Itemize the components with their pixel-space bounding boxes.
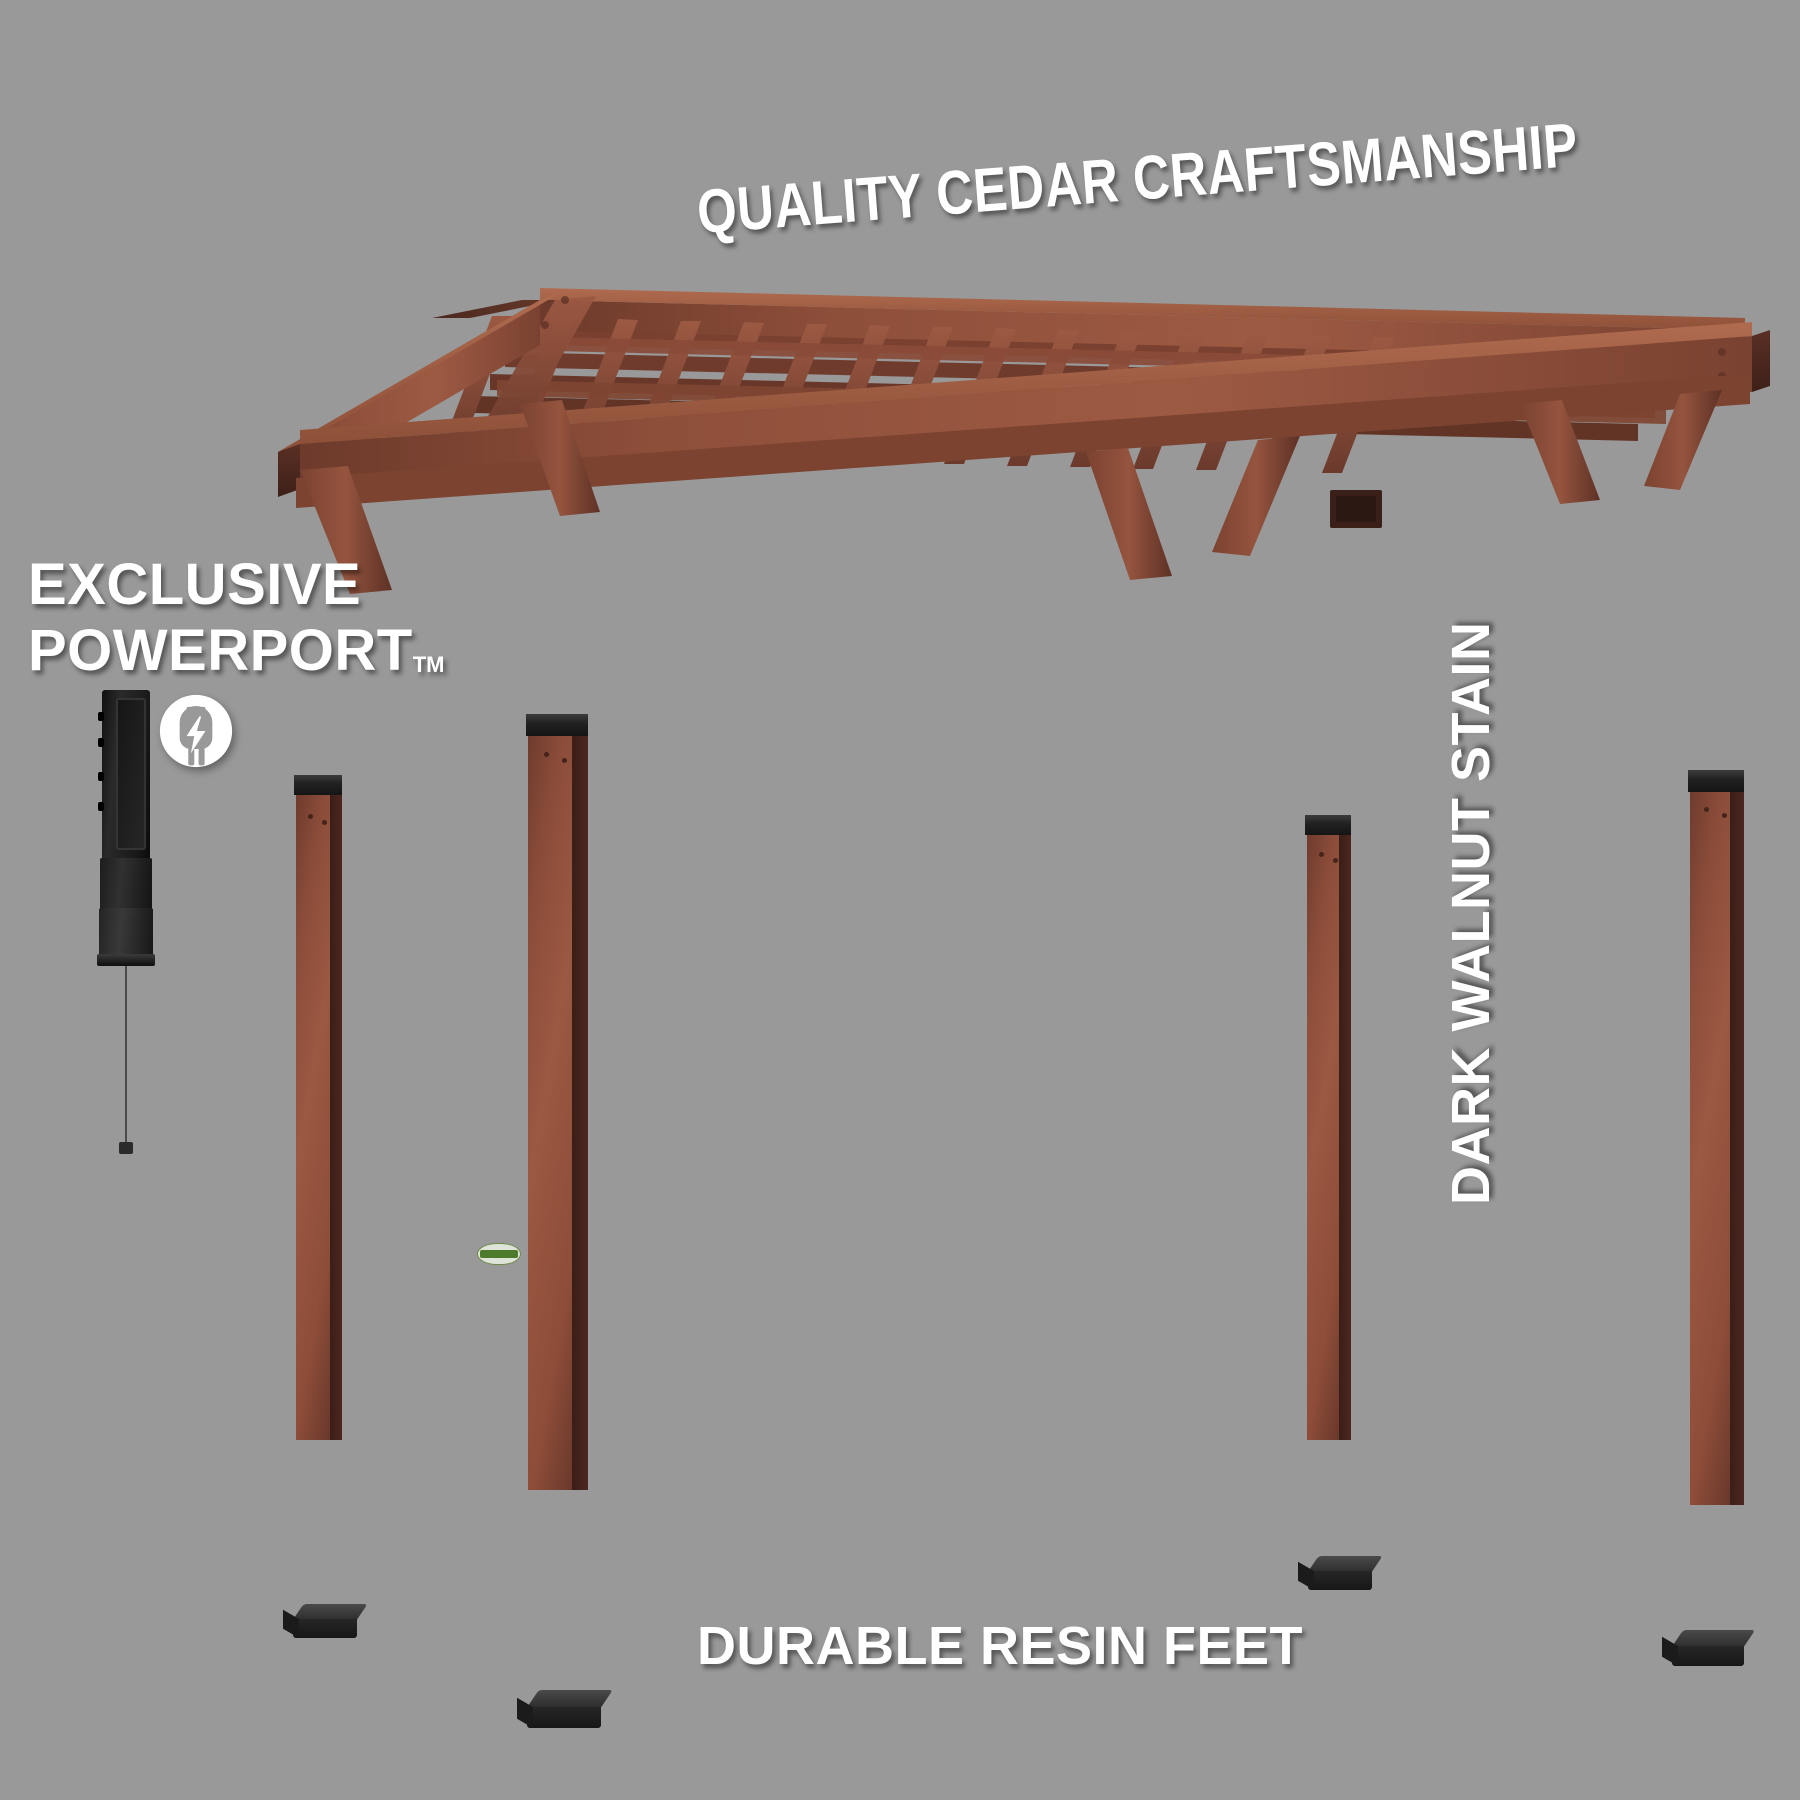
post-screw — [1333, 858, 1338, 863]
post-side-face — [1339, 830, 1351, 1440]
power-plug-bolt-icon — [159, 694, 233, 768]
callout-exclusive-text: EXCLUSIVE — [28, 552, 362, 617]
powerport-cord — [125, 966, 127, 1148]
roof-center-bracket — [1330, 490, 1382, 528]
callout-exclusive-line1: EXCLUSIVE — [28, 552, 445, 618]
resin-foot-front — [293, 1618, 357, 1638]
post-cap-left-front — [526, 714, 588, 736]
brand-sticker — [477, 1243, 521, 1265]
resin-foot-front — [527, 1706, 601, 1728]
roof-knee-braces — [300, 390, 1722, 594]
powerport-outlet-device — [96, 690, 166, 1154]
post-right-rear — [1307, 830, 1351, 1440]
post-cap-top — [1688, 770, 1744, 779]
resin-foot — [283, 1604, 368, 1638]
post-screw — [1704, 807, 1709, 812]
post-screw — [1319, 852, 1324, 857]
post-screw — [544, 752, 549, 757]
post-left-front — [528, 730, 588, 1490]
resin-foot-top — [527, 1690, 613, 1708]
callout-durable-resin-feet: DURABLE RESIN FEET — [697, 1615, 1303, 1677]
post-left-rear — [296, 790, 342, 1440]
callout-dark-walnut-stain: DARK WALNUT STAIN — [1440, 622, 1502, 1205]
post-screw — [308, 814, 313, 819]
resin-foot — [517, 1690, 613, 1728]
resin-foot-top — [1308, 1556, 1383, 1572]
pergola-roof-assembly — [278, 288, 1770, 594]
powerport-mid-section — [100, 858, 152, 910]
powerport-plug — [119, 1142, 133, 1154]
powerport-faceplate — [116, 698, 146, 850]
post-cap-top — [294, 775, 342, 783]
resin-foot — [1662, 1630, 1756, 1666]
resin-foot-top — [293, 1604, 368, 1620]
post-cap-top — [526, 714, 588, 723]
callout-feet-text: DURABLE RESIN FEET — [697, 1616, 1304, 1676]
brand-sticker-band — [480, 1250, 518, 1258]
post-side-face — [330, 790, 342, 1440]
post-cap-right-rear — [1305, 815, 1351, 835]
powerport-base-lip — [97, 954, 155, 966]
post-screw — [1722, 813, 1727, 818]
powerport-notch — [98, 712, 104, 721]
roof-rafters — [432, 296, 596, 444]
resin-foot-front — [1308, 1570, 1372, 1590]
post-screw — [322, 820, 327, 825]
post-side-face — [1730, 785, 1744, 1505]
roof-front-secondary-rail — [296, 374, 1750, 508]
callout-exclusive-powerport: EXCLUSIVE POWERPORTTM — [28, 552, 445, 683]
powerport-notch — [98, 802, 104, 811]
callout-stain-text: DARK WALNUT STAIN — [1441, 621, 1501, 1205]
powerport-notch — [98, 738, 104, 747]
resin-foot-front — [1672, 1645, 1744, 1666]
resin-foot — [1298, 1556, 1383, 1590]
post-cap-left-rear — [294, 775, 342, 795]
trademark-symbol: TM — [412, 651, 445, 677]
post-side-face — [572, 730, 588, 1490]
callout-exclusive-line2: POWERPORTTM — [28, 618, 445, 684]
post-cap-top — [1305, 815, 1351, 823]
callout-powerport-text: POWERPORT — [28, 617, 413, 683]
powerport-notch — [98, 772, 104, 781]
powerport-base — [99, 908, 153, 958]
post-right-front — [1690, 785, 1744, 1505]
post-cap-right-front — [1688, 770, 1744, 792]
post-screw — [562, 758, 567, 763]
resin-foot-top — [1672, 1630, 1756, 1647]
